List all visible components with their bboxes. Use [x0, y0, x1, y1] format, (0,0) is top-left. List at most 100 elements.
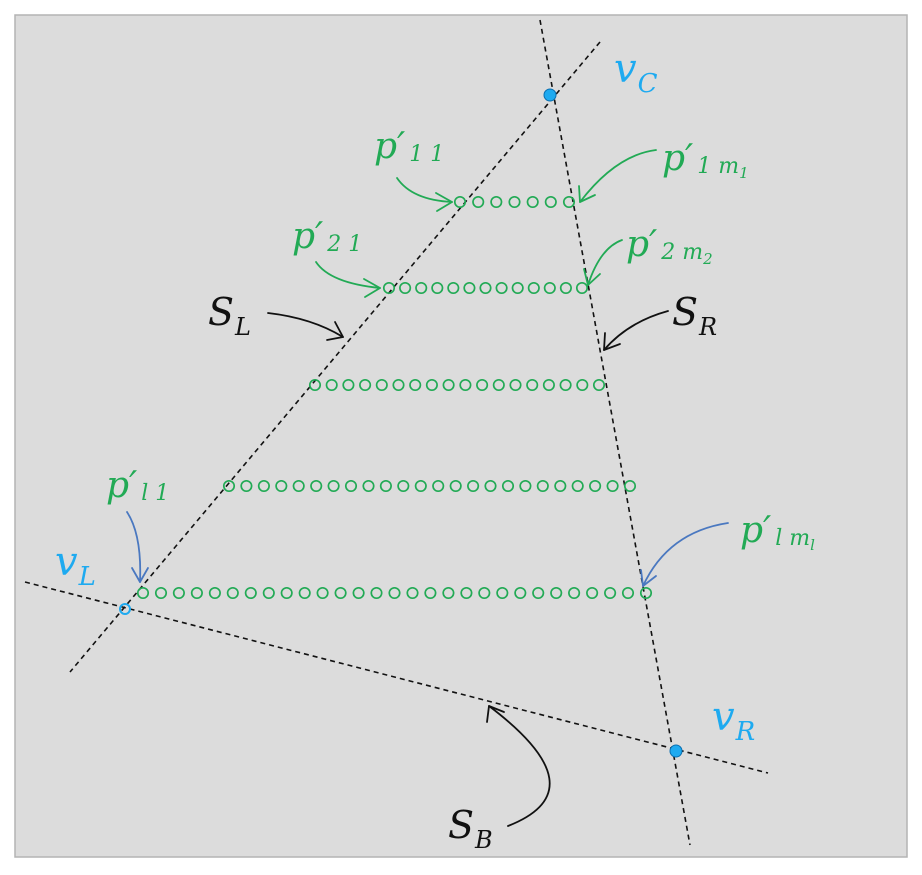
sample-point-row-l: [621, 586, 635, 600]
sample-point-row-3: [492, 378, 505, 392]
sample-point-row-l: [604, 586, 617, 600]
sample-point-row-2: [527, 281, 540, 295]
sample-point-row-l: [226, 586, 239, 600]
label-vL-main: v: [55, 539, 78, 585]
arrow-SB: [486, 705, 551, 827]
sample-point-row-1: [544, 195, 557, 209]
sample-point-row-l: [154, 586, 168, 600]
arrow-SR: [603, 310, 669, 351]
label-pl1-main: p′: [106, 465, 137, 506]
sample-point-row-l: [262, 586, 275, 600]
arrow-p11: [396, 177, 453, 212]
sample-point-row-4: [414, 479, 427, 493]
vertex-vR-marker: [669, 744, 683, 758]
label-SR-sub: R: [698, 313, 717, 341]
sample-point-row-l: [550, 586, 563, 600]
label-p21-sub: 2 1: [326, 232, 362, 257]
sample-point-row-l: [568, 586, 581, 600]
label-vR: vR: [712, 694, 755, 747]
sample-point-row-4: [397, 479, 410, 493]
label-p1m-main: p′: [662, 138, 693, 179]
label-SL: SL: [208, 290, 251, 341]
line-SL: [69, 41, 601, 673]
sample-point-row-3: [476, 378, 489, 392]
sample-point-row-4: [310, 479, 323, 493]
sample-point-row-3: [325, 378, 338, 392]
sample-point-row-3: [375, 378, 388, 392]
label-p2m-main: p′: [626, 224, 657, 265]
label-p11-sub: 1 1: [409, 142, 444, 167]
sample-point-row-3: [425, 378, 438, 392]
label-pl1: p′l 1: [106, 465, 169, 506]
sample-point-row-4: [275, 479, 288, 493]
label-plm-main: p′: [740, 510, 771, 551]
label-p2m: p′2 m2: [626, 224, 713, 268]
sample-point-row-l: [639, 586, 653, 600]
vertex-vC-marker: [543, 88, 557, 102]
sample-point-row-3: [592, 378, 606, 392]
sample-point-row-l: [442, 586, 455, 600]
sample-point-row-3: [459, 378, 472, 392]
arrow-SL: [267, 312, 344, 341]
sample-point-row-4: [589, 479, 602, 493]
sample-point-row-2: [511, 281, 524, 295]
sample-point-row-4: [292, 479, 305, 493]
sample-point-row-4: [449, 479, 462, 493]
sample-point-row-l: [280, 586, 293, 600]
sample-point-row-l: [298, 586, 311, 600]
label-p2m-sub: 2 m: [660, 240, 703, 265]
sample-point-row-l: [478, 586, 491, 600]
sample-point-row-4: [606, 479, 619, 493]
sample-point-row-l: [388, 586, 401, 600]
sample-point-row-4: [432, 479, 445, 493]
sample-point-row-l: [172, 586, 185, 600]
sample-point-row-4: [257, 479, 270, 493]
sample-point-row-4: [467, 479, 480, 493]
sample-point-row-l: [352, 586, 365, 600]
line-SR: [539, 19, 691, 846]
label-vR-main: v: [712, 694, 735, 740]
sample-point-row-2: [559, 281, 572, 295]
arrow-p2m: [583, 239, 623, 286]
sample-point-row-2: [431, 281, 444, 295]
sample-point-row-3: [308, 378, 322, 392]
label-p21: p′2 1: [292, 216, 362, 257]
sample-point-row-1: [508, 195, 521, 209]
label-plm: p′l ml: [740, 510, 815, 554]
label-SR: SR: [672, 290, 717, 341]
sample-point-row-2: [463, 281, 476, 295]
label-SL-main: S: [208, 290, 234, 334]
label-SB: SB: [448, 803, 493, 854]
sample-point-row-4: [222, 479, 236, 493]
label-p11: p′1 1: [374, 126, 444, 167]
sample-point-row-l: [406, 586, 419, 600]
sample-point-row-4: [484, 479, 497, 493]
sample-point-row-l: [514, 586, 527, 600]
sample-point-row-3: [509, 378, 522, 392]
sample-point-row-2: [479, 281, 492, 295]
arrow-pl1: [126, 511, 149, 583]
line-SB: [24, 581, 769, 774]
sample-point-row-3: [576, 378, 589, 392]
label-vC-main: v: [614, 46, 637, 92]
sample-point-row-l: [208, 586, 221, 600]
label-SR-main: S: [672, 290, 698, 334]
sample-point-row-l: [460, 586, 473, 600]
sample-point-row-1: [472, 195, 485, 209]
sample-point-row-l: [532, 586, 545, 600]
sample-point-row-3: [542, 378, 555, 392]
sample-point-row-l: [496, 586, 509, 600]
sample-point-row-4: [327, 479, 340, 493]
label-SB-main: S: [448, 803, 474, 847]
label-vL-sub: L: [78, 562, 96, 592]
label-p21-main: p′: [292, 216, 323, 257]
label-vC-sub: C: [638, 69, 658, 99]
label-pl1-sub: l 1: [141, 481, 169, 506]
sample-point-row-l: [424, 586, 437, 600]
label-p11-main: p′: [374, 126, 405, 167]
sample-point-row-4: [240, 479, 253, 493]
sample-point-row-3: [526, 378, 539, 392]
sample-point-row-3: [342, 378, 355, 392]
sample-point-row-3: [359, 378, 372, 392]
